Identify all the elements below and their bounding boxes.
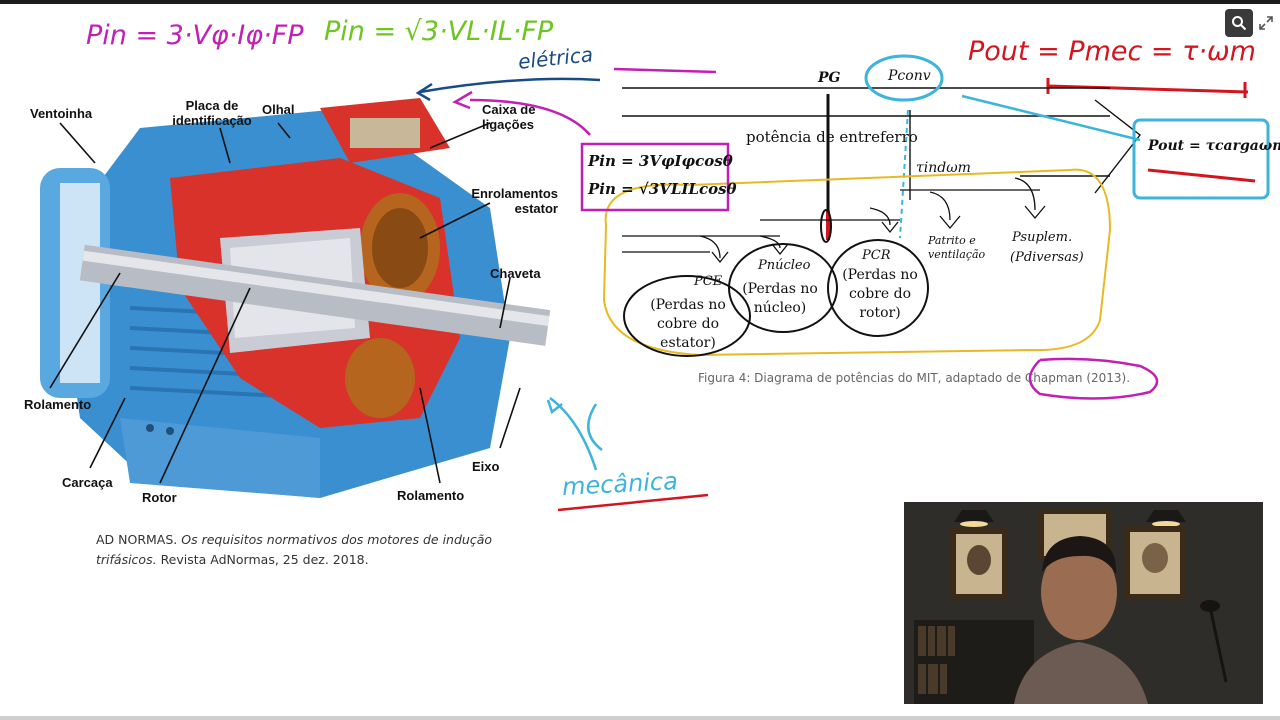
pnucleo-description: (Perdas no núcleo) (742, 281, 818, 316)
presenter-video (904, 502, 1263, 704)
expand-button[interactable] (1256, 9, 1276, 37)
motor-cutaway-illustration (40, 98, 551, 498)
label-carcaca: Carcaça (62, 475, 113, 490)
label-rolamento-bottom: Rolamento (397, 488, 465, 503)
top-border (0, 0, 1280, 4)
pin-phase-equation: Pin = 3VφIφcosθ (588, 152, 733, 170)
label-rolamento-left: Rolamento (24, 397, 92, 412)
caption-author: AD NORMAS. (96, 532, 178, 547)
label-olhal: Olhal (262, 102, 295, 117)
label-caixa: Caixa de ligações (482, 102, 536, 132)
figure-caption: Figura 4: Diagrama de potências do MIT, … (698, 371, 1131, 385)
webcam-overlay (904, 502, 1263, 704)
handwritten-pout-mec: Pout = Pmec = τ·ωm (968, 36, 1256, 67)
tau-ind-label: τindωm (916, 160, 971, 176)
label-rotor: Rotor (142, 490, 177, 505)
pdiversas-label: (Pdiversas) (1010, 250, 1084, 265)
expand-icon (1259, 16, 1273, 30)
pcr-description: (Perdas no cobre do rotor) (842, 267, 918, 321)
handwritten-pin-line: Pin = √3·VL·IL·FP (324, 16, 554, 47)
search-icon (1232, 16, 1247, 31)
pce-description: (Perdas no cobre do estator) (650, 297, 726, 351)
bottom-border (0, 716, 1280, 720)
pin-line-equation: Pin = √3VLILcosθ (588, 180, 737, 198)
handwritten-pin-phase: Pin = 3·Vφ·Iφ·FP (86, 20, 304, 51)
label-eixo: Eixo (472, 459, 500, 474)
search-button[interactable] (1225, 9, 1253, 37)
pnucleo-label: Pnúcleo (758, 258, 811, 273)
caption-rest: Revista AdNormas, 25 dez. 2018. (160, 552, 369, 567)
label-ventoinha: Ventoinha (30, 106, 93, 121)
air-gap-power-label: potência de entreferro (746, 128, 918, 146)
patrito-label: Patrito e ventilação (928, 234, 986, 261)
psuplem-label: Psuplem. (1012, 230, 1073, 245)
pce-label: PCE (694, 274, 723, 289)
label-enrolamentos: Enrolamentos estator (471, 186, 558, 216)
pg-label: PG (818, 70, 841, 86)
label-chaveta: Chaveta (490, 266, 541, 281)
pout-label: Pout = τcargaωm (1148, 138, 1280, 154)
label-placa: Placa de identificação (172, 98, 252, 128)
pcr-label: PCR (862, 248, 891, 263)
pconv-label: Pconv (888, 68, 931, 84)
source-caption: AD NORMAS. Os requisitos normativos dos … (96, 530, 516, 570)
caption-title: Os requisitos normativos dos motores de … (96, 532, 493, 567)
